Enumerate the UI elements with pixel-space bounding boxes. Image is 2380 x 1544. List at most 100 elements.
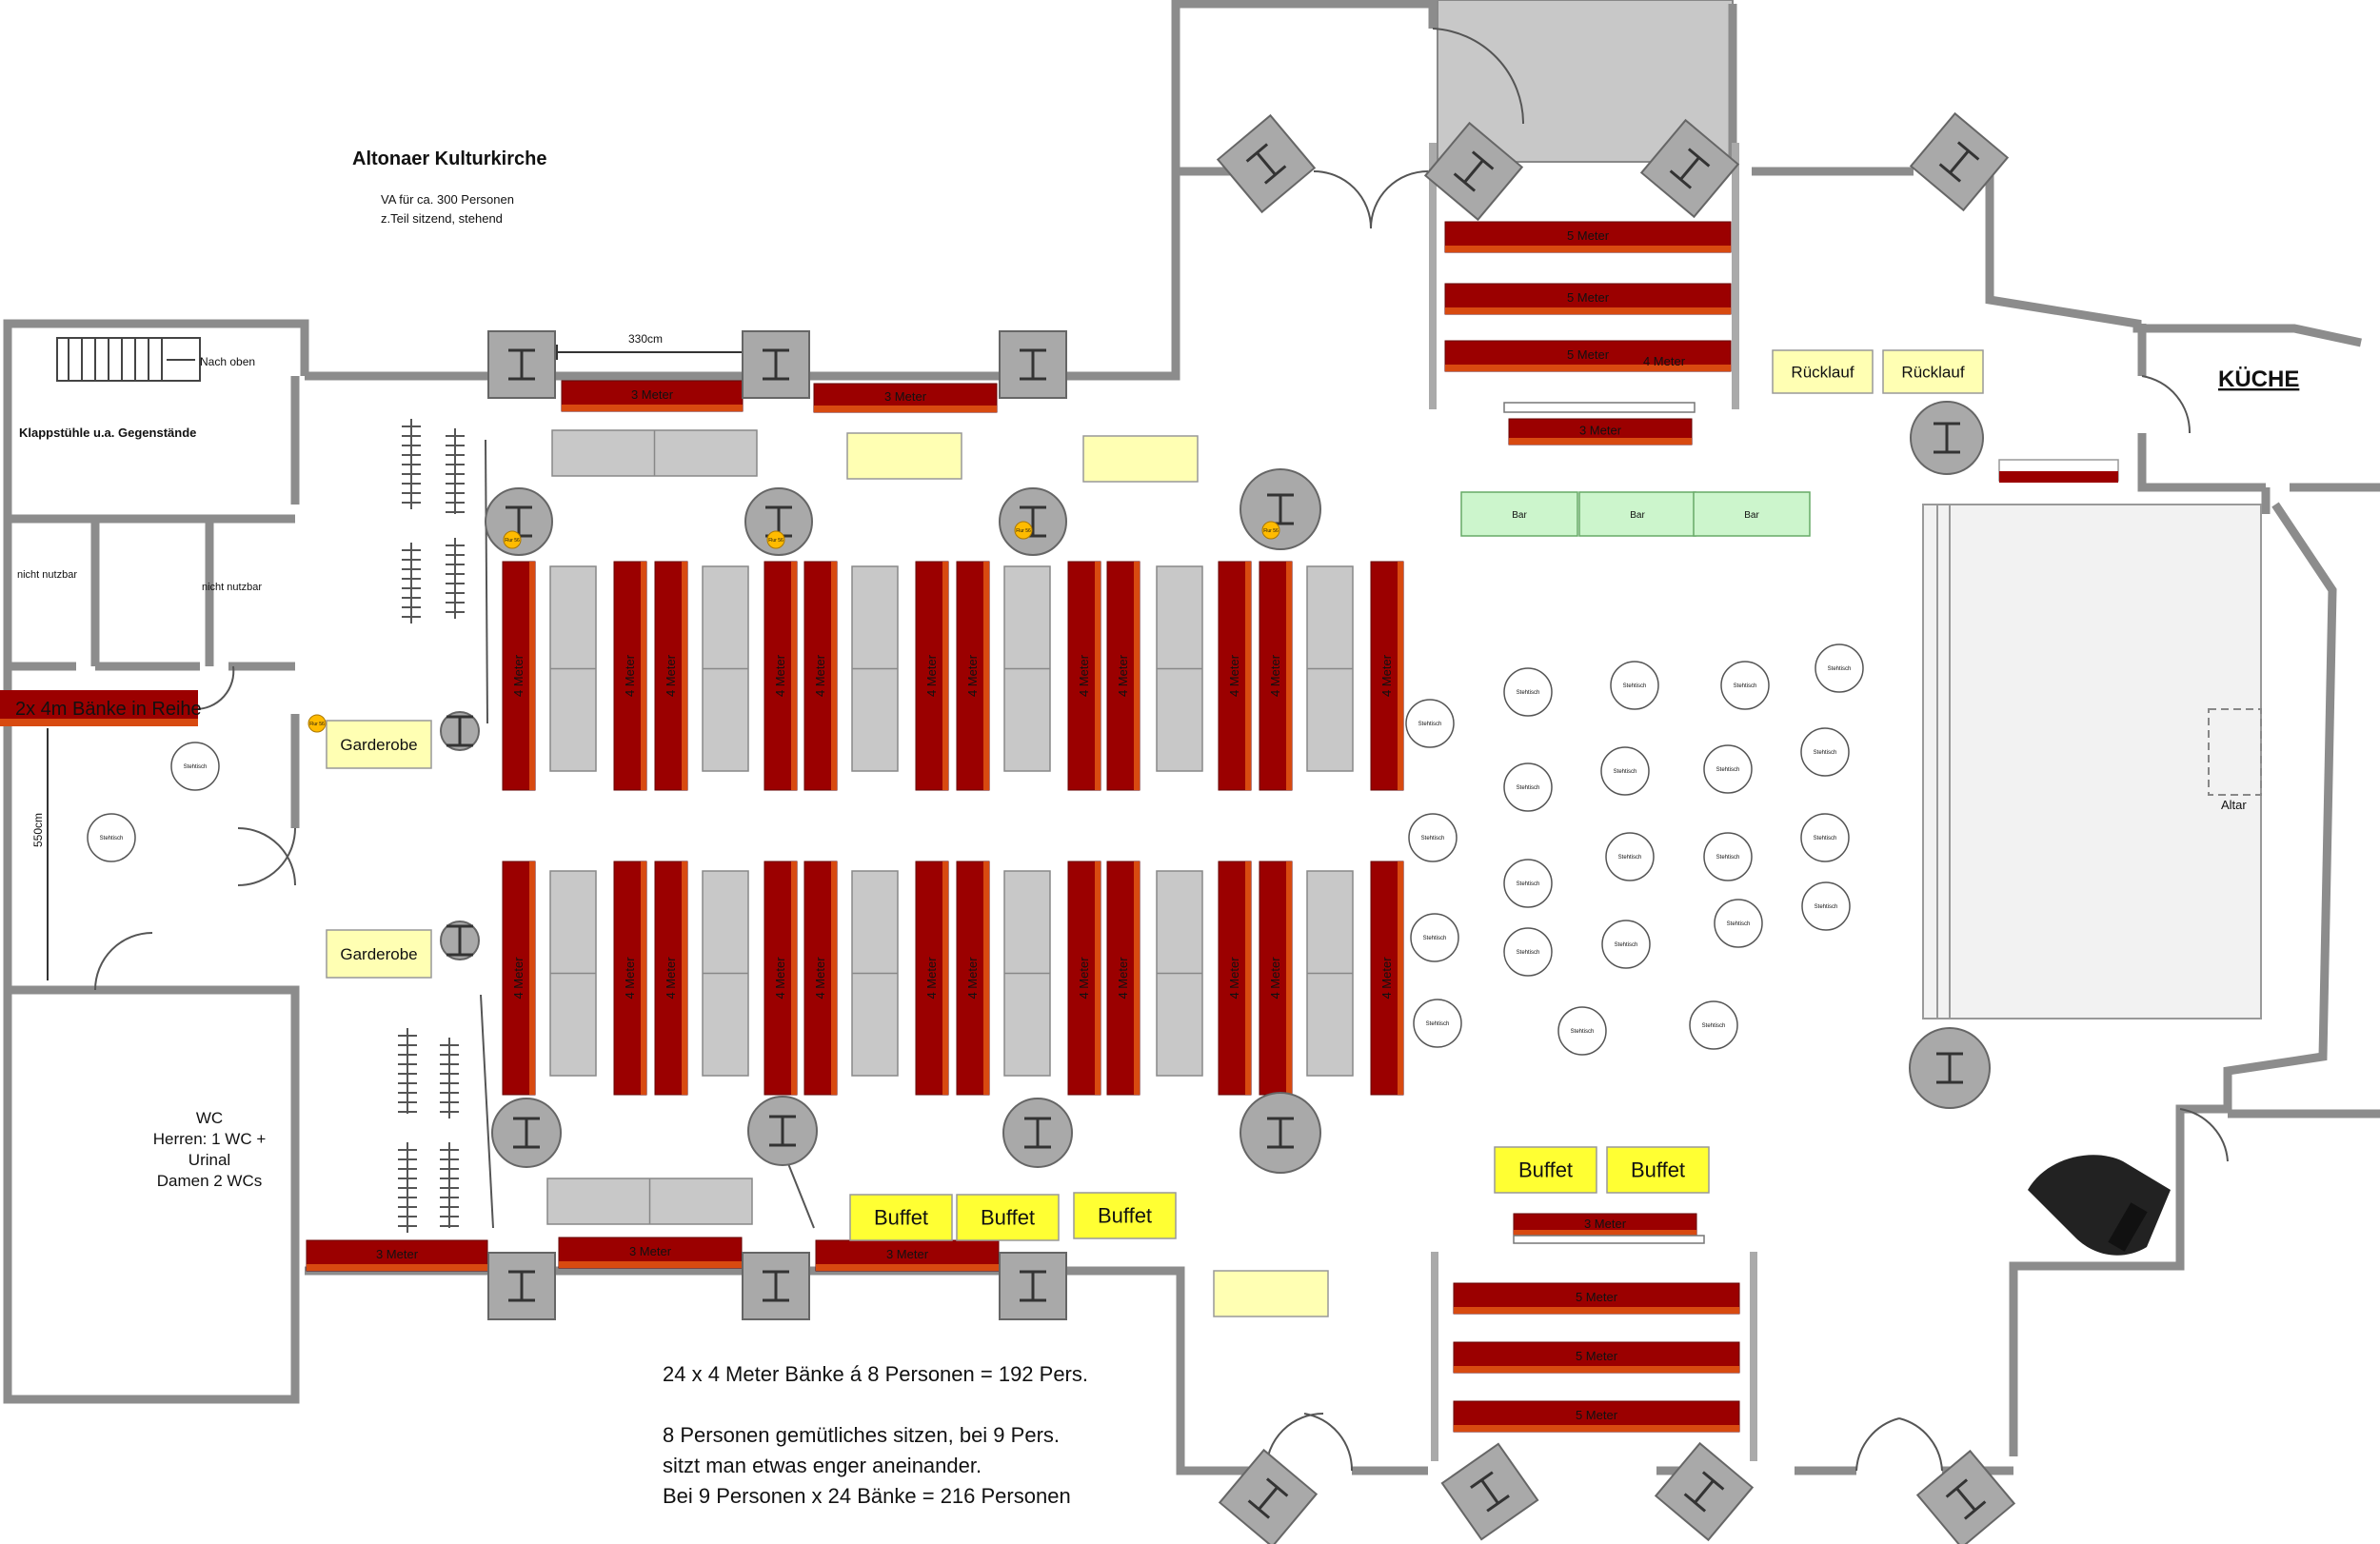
- bench-4m-label: 4 Meter: [1643, 354, 1686, 368]
- bench-4m: 4 Meter: [1106, 861, 1140, 1096]
- bench-3m: 3 Meter: [1508, 418, 1693, 445]
- bench-4m: 4 Meter: [502, 861, 536, 1096]
- pillar-icon: [487, 330, 556, 399]
- stairs-label: Nach oben: [200, 355, 255, 368]
- coat-rack: [398, 1028, 417, 1114]
- bench-4m: 4 Meter: [613, 861, 647, 1096]
- svg-text:4 Meter: 4 Meter: [1116, 654, 1130, 697]
- wc-line-4: Damen 2 WCs: [157, 1172, 263, 1190]
- svg-text:Stehtisch: Stehtisch: [1517, 690, 1540, 696]
- bench-4m: 4 Meter: [1218, 561, 1252, 791]
- standing-table: Stehtisch: [1605, 832, 1655, 881]
- svg-text:Buffet: Buffet: [874, 1206, 928, 1230]
- note-line-1: 24 x 4 Meter Bänke á 8 Personen = 192 Pe…: [663, 1362, 1088, 1386]
- rope: [784, 1156, 815, 1229]
- pillar-icon: [440, 711, 480, 751]
- pillar-tag: Flur 56: [307, 714, 327, 733]
- svg-text:4 Meter: 4 Meter: [773, 957, 787, 1000]
- svg-text:Flur 56: Flur 56: [768, 538, 783, 544]
- standing-table: Stehtisch: [1714, 899, 1763, 948]
- svg-text:5 Meter: 5 Meter: [1576, 1290, 1618, 1304]
- return-station: Rücklauf: [1882, 349, 1984, 394]
- svg-text:4 Meter: 4 Meter: [623, 957, 637, 1000]
- altar-stage: [1922, 504, 2262, 1019]
- svg-text:3 Meter: 3 Meter: [1584, 1217, 1627, 1231]
- gray-table: [702, 870, 749, 1077]
- svg-text:Stehtisch: Stehtisch: [1426, 1021, 1450, 1027]
- bench-3m: 3 Meter: [306, 1239, 488, 1272]
- pillar-icon: [742, 1252, 810, 1320]
- svg-text:4 Meter: 4 Meter: [1077, 957, 1091, 1000]
- svg-text:Bar: Bar: [1630, 510, 1645, 521]
- note-line-2: ​: [663, 1390, 1088, 1420]
- coat-rack: [446, 538, 465, 619]
- pillar-icon: [1915, 1449, 2016, 1544]
- coat-rack: [402, 543, 421, 624]
- pillar-icon: [1240, 468, 1321, 550]
- pillar-tag: Flur 56: [503, 530, 522, 549]
- pillar-icon: [1909, 111, 2010, 212]
- bench-4m: 4 Meter: [1067, 861, 1101, 1096]
- pillar-icon: [744, 487, 813, 556]
- svg-text:Stehtisch: Stehtisch: [1571, 1029, 1595, 1035]
- svg-text:4 Meter: 4 Meter: [965, 957, 980, 1000]
- coat-rack: [440, 1038, 459, 1118]
- gray-table: [1156, 870, 1203, 1077]
- svg-text:Flur 56: Flur 56: [309, 722, 325, 727]
- svg-text:Flur 56: Flur 56: [505, 538, 520, 544]
- svg-text:Stehtisch: Stehtisch: [1517, 950, 1540, 956]
- bench-5m: 5 Meter: [1453, 1282, 1740, 1315]
- dimension-330cm: [556, 345, 744, 360]
- svg-text:Stehtisch: Stehtisch: [1716, 855, 1740, 861]
- svg-text:5 Meter: 5 Meter: [1567, 290, 1610, 305]
- walls: [3, 0, 2380, 1475]
- svg-text:Buffet: Buffet: [1518, 1158, 1573, 1182]
- bench-4m: 4 Meter: [1259, 861, 1293, 1096]
- standing-table: Stehtisch: [1410, 913, 1459, 962]
- svg-text:Stehtisch: Stehtisch: [1702, 1023, 1726, 1029]
- svg-text:Bar: Bar: [1512, 510, 1527, 521]
- wc-line-2: Herren: 1 WC +: [153, 1130, 267, 1148]
- bench-3m: 3 Meter: [558, 1237, 743, 1269]
- yellow-table: [1213, 1270, 1329, 1317]
- standing-table: Stehtisch: [1600, 746, 1650, 796]
- bench-5m: 5 Meter: [1444, 221, 1732, 253]
- pillar-icon: [1240, 1092, 1321, 1174]
- svg-text:Rücklauf: Rücklauf: [1901, 363, 1964, 381]
- svg-text:4 Meter: 4 Meter: [1268, 957, 1282, 1000]
- pillar-icon: [999, 487, 1067, 556]
- gray-table: [551, 429, 758, 477]
- gray-table: [1003, 565, 1051, 772]
- gray-table: [851, 870, 899, 1077]
- svg-text:Stehtisch: Stehtisch: [1814, 750, 1837, 756]
- buffet-table: Buffet: [1494, 1146, 1597, 1194]
- svg-text:4 Meter: 4 Meter: [773, 654, 787, 697]
- subtitle-line-2: z.Teil sitzend, stehend: [381, 211, 503, 226]
- return-station: Rücklauf: [1772, 349, 1874, 394]
- svg-text:Stehtisch: Stehtisch: [1421, 836, 1445, 841]
- svg-text:Stehtisch: Stehtisch: [1734, 683, 1757, 689]
- svg-text:4 Meter: 4 Meter: [965, 654, 980, 697]
- bench-5m: 5 Meter: [1453, 1341, 1740, 1374]
- svg-text:5 Meter: 5 Meter: [1576, 1349, 1618, 1363]
- bench-4m: 4 Meter: [764, 561, 798, 791]
- not-usable-left: nicht nutzbar: [17, 569, 77, 581]
- buffet-table: Buffet: [956, 1194, 1060, 1241]
- svg-text:4 Meter: 4 Meter: [1077, 654, 1091, 697]
- svg-text:4 Meter: 4 Meter: [1227, 654, 1241, 697]
- svg-text:Stehtisch: Stehtisch: [100, 836, 124, 841]
- standing-table: Stehtisch: [1610, 661, 1659, 710]
- doors: [94, 28, 2229, 1472]
- svg-text:Stehtisch: Stehtisch: [1615, 942, 1638, 948]
- svg-text:Stehtisch: Stehtisch: [1418, 722, 1442, 727]
- standing-table: Stehtisch: [1503, 762, 1553, 812]
- svg-text:5 Meter: 5 Meter: [1576, 1408, 1618, 1422]
- pillar-spacing-label: 330cm: [628, 332, 663, 346]
- standing-table: Stehtisch: [1503, 927, 1553, 977]
- svg-text:4 Meter: 4 Meter: [511, 654, 526, 697]
- altar-label: Altar: [2221, 798, 2247, 812]
- svg-text:Flur 56: Flur 56: [1016, 528, 1031, 534]
- pillar-icon: [487, 1252, 556, 1320]
- standing-table: Stehtisch: [1408, 813, 1458, 862]
